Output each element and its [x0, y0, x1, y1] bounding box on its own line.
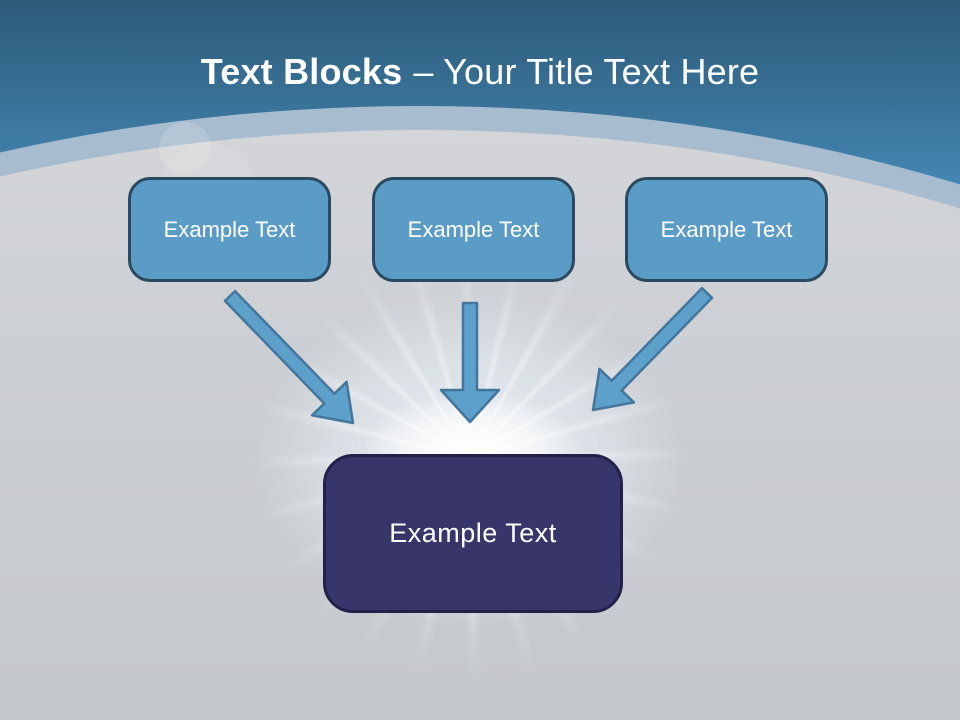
text-block-2: Example Text [372, 177, 575, 282]
slide-title-bold: Text Blocks [200, 51, 403, 92]
slide-title-regular: – Your Title Text Here [413, 51, 760, 92]
text-block-1-label: Example Text [163, 216, 296, 242]
text-block-2-label: Example Text [407, 216, 540, 242]
text-block-3: Example Text [625, 177, 828, 282]
lens-flare-icon [159, 122, 211, 174]
text-block-1: Example Text [128, 177, 331, 282]
slide-title: Text Blocks– Your Title Text Here [0, 50, 960, 94]
center-text-block: Example Text [323, 454, 623, 613]
text-block-3-label: Example Text [660, 216, 793, 242]
center-text-block-label: Example Text [389, 518, 557, 548]
